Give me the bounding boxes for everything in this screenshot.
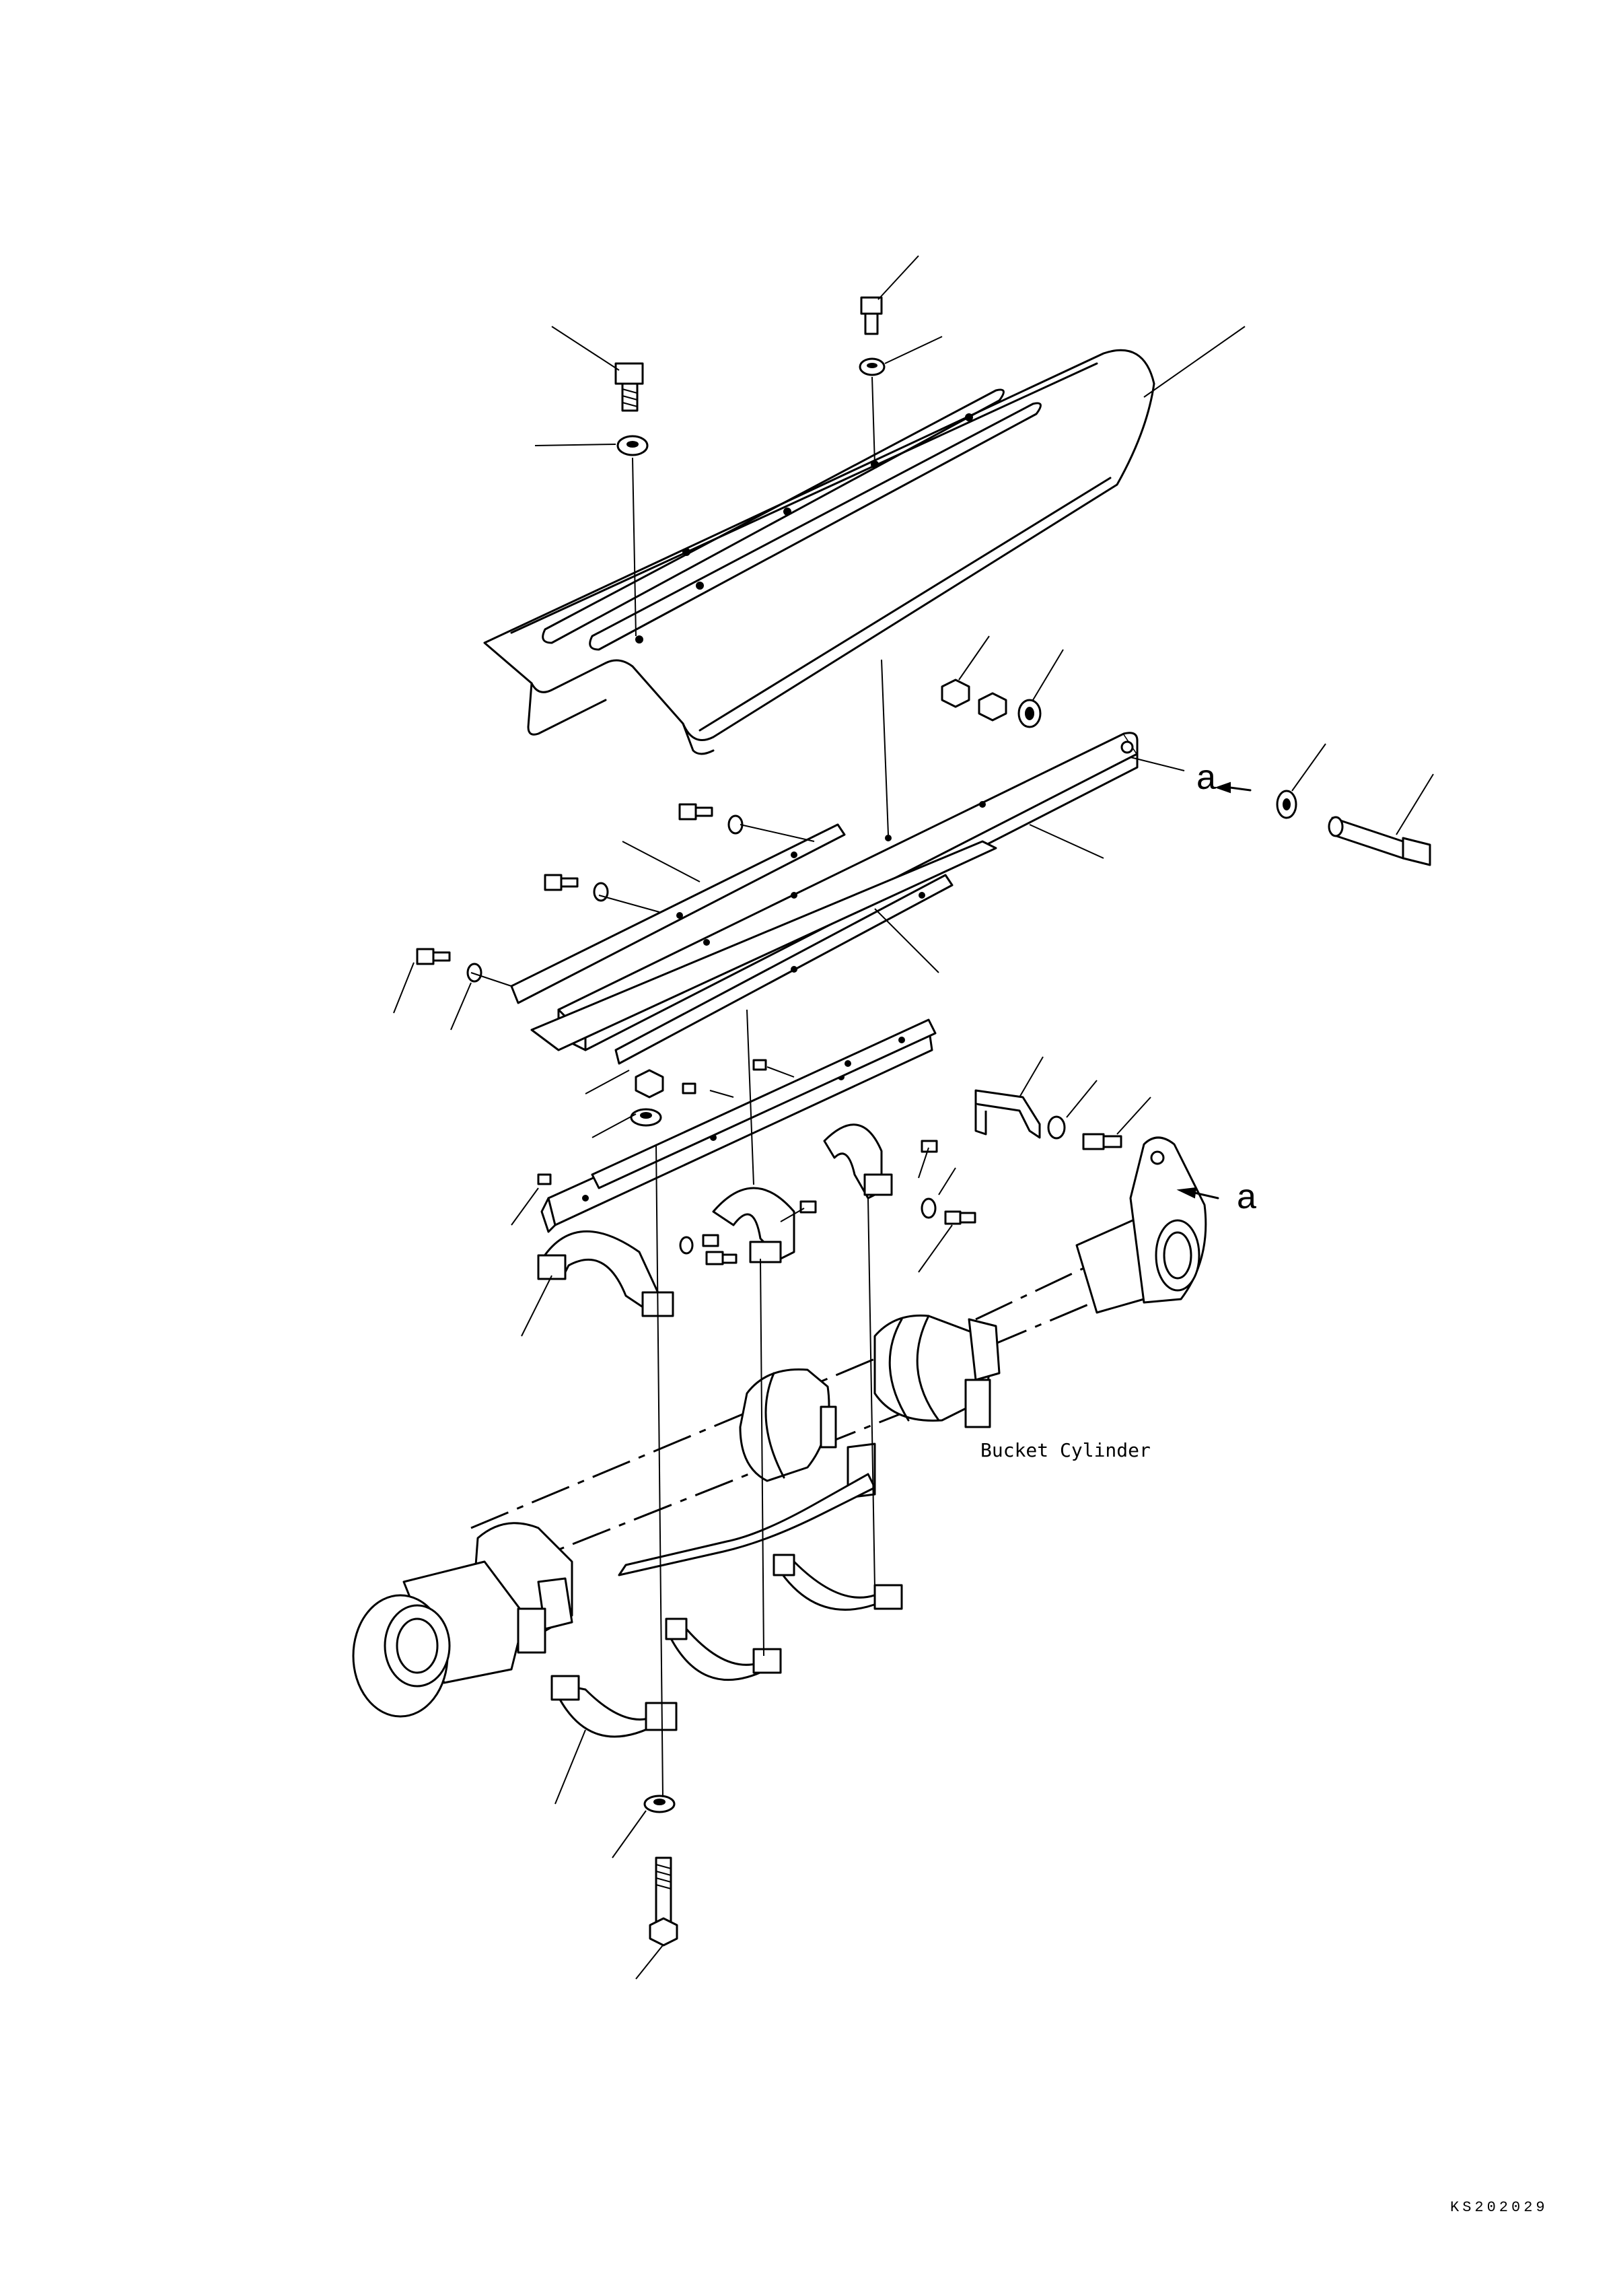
washer-pin (1276, 790, 1297, 819)
pin-bolt (1328, 816, 1431, 866)
bolt-right-top (860, 296, 883, 335)
l-bracket (974, 1089, 1041, 1139)
clamp-lower-3 (773, 1554, 903, 1611)
view-marker-a-top-label: a (1196, 758, 1216, 797)
nut-2 (978, 692, 1007, 722)
small-bolt-1 (678, 803, 713, 821)
small-washer-3 (466, 963, 482, 983)
washer-left-top (616, 435, 649, 456)
alignment-lines (632, 376, 889, 1798)
washer-small-i (921, 1197, 937, 1219)
clamp-upper-2 (712, 1187, 795, 1263)
washer-right-top (859, 357, 886, 376)
drawing-code: KS202029 (1450, 2199, 1548, 2216)
base-plate (530, 840, 997, 1051)
leader-lines (393, 255, 1434, 1980)
nut-1 (941, 679, 970, 708)
view-marker-a-right: a (1176, 1177, 1256, 1216)
rail-right (614, 874, 954, 1065)
bolt-small-h (705, 1251, 738, 1265)
washer-hex (630, 1108, 662, 1127)
view-marker-a-top: a (1196, 758, 1252, 797)
clamp-lower-2 (665, 1617, 782, 1681)
bolt-left-top (614, 362, 644, 412)
bolt-small-a (682, 1082, 696, 1094)
view-marker-a-right-label: a (1237, 1177, 1256, 1216)
clamp-upper-1 (537, 1230, 674, 1317)
bolt-small-e (799, 1200, 817, 1214)
bolt-l-bracket (1082, 1133, 1122, 1150)
bolt-small-j (944, 1210, 976, 1225)
washer-l-bracket (1047, 1115, 1066, 1140)
clamp-lower-1 (550, 1675, 678, 1738)
top-cover (483, 349, 1155, 755)
small-bolt-3 (416, 948, 451, 965)
washer-near-cover (1017, 699, 1042, 728)
long-bolt-bottom (649, 1856, 678, 1947)
small-bolt-2 (544, 874, 579, 891)
bolt-small-b (752, 1059, 767, 1071)
washer-bottom (643, 1795, 676, 1813)
bucket-cylinder (352, 1136, 1207, 1718)
bolt-small-d (537, 1173, 552, 1185)
small-washer-2 (593, 882, 609, 902)
bolt-small-f (702, 1234, 719, 1247)
nut-hex (635, 1069, 664, 1099)
washer-small-g (679, 1236, 694, 1255)
rail-left (510, 823, 846, 1004)
bucket-cylinder-label: Bucket Cylinder (980, 1439, 1151, 1461)
bolt-small-c (921, 1140, 938, 1153)
angle-bracket-back (591, 1018, 937, 1189)
clamp-upper-3 (823, 1123, 893, 1199)
